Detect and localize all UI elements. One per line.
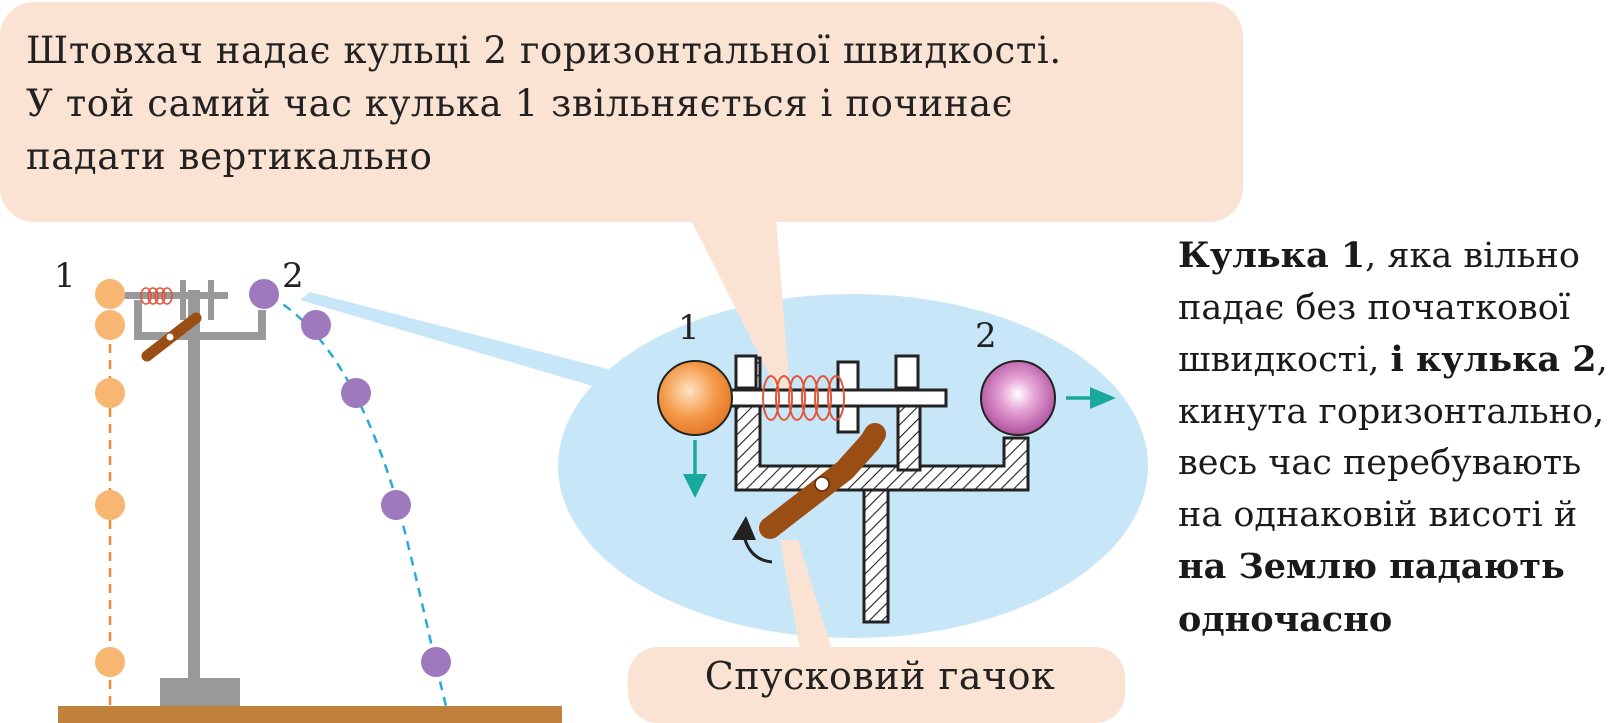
ball2-pos-0 [249, 279, 279, 309]
ball1-pos-0 [95, 279, 125, 309]
trigger-label: Спусковий гачок [704, 654, 1056, 698]
ball1-positions [95, 279, 125, 677]
pusher-rod [694, 388, 948, 408]
trigger-label-box [628, 647, 1125, 723]
side-bold-conclusion-1: на Землю падають [1178, 546, 1565, 587]
ball2-pos-4 [421, 647, 451, 677]
ball1-pos-1 [95, 310, 125, 340]
ball1-label: 1 [54, 256, 76, 296]
side-line-7: на Землю падають [1178, 541, 1618, 594]
post [862, 478, 890, 624]
right-arrow-icon [1066, 387, 1116, 409]
side-line-3-post: , [1596, 340, 1608, 380]
zoom-mechanism [694, 354, 1030, 624]
side-line-3: швидкості, і кулька 2, [1178, 334, 1618, 387]
side-line-5: весь час перебувають [1178, 443, 1582, 483]
side-line-3-pre: швидкості, [1178, 340, 1391, 380]
side-line-1: Кулька 1, яка вільно [1178, 230, 1618, 283]
ball1-pos-2 [95, 378, 125, 408]
zoom-ball1 [657, 360, 733, 436]
side-bold-ball1: Кулька 1 [1178, 235, 1366, 276]
callout-line-2: У той самий час кулька 1 звільняється і … [26, 82, 1014, 125]
zoom-spring [762, 375, 845, 421]
side-line-6: на однаковій висоті й [1178, 494, 1578, 535]
small-spring [140, 287, 173, 305]
parabolic-trajectory [269, 294, 448, 707]
ball2-pos-3 [381, 490, 411, 520]
callout-bubble [0, 2, 1243, 723]
side-bold-conclusion-2: одночасно [1178, 598, 1393, 640]
side-line-1-rest: , яка вільно [1365, 236, 1580, 276]
ball1-pos-3 [95, 490, 125, 520]
ball2-positions [249, 279, 451, 677]
side-explanation: Кулька 1, яка вільно падає без початково… [1178, 230, 1618, 646]
down-arrow-icon [683, 440, 707, 498]
ground [58, 706, 562, 723]
side-bold-ball2: і кулька 2 [1390, 339, 1597, 380]
zoom-ball2-label: 2 [975, 316, 997, 356]
callout-text: Штовхач надає кульці 2 горизонтальної шв… [26, 24, 1196, 183]
zoom-ball2 [980, 360, 1056, 436]
ball1-pos-4 [95, 647, 125, 677]
ball2-label: 2 [282, 256, 304, 296]
callout-line-3: падати вертикально [26, 135, 433, 178]
side-line-4: кинута горизонтально, [1178, 391, 1605, 432]
ball2-pos-2 [341, 378, 371, 408]
lever-pivot [814, 476, 830, 492]
trigger-lever [759, 423, 886, 539]
ball2-pos-1 [301, 310, 331, 340]
side-line-8: одночасно [1178, 594, 1618, 647]
side-line-2: падає без початкової [1178, 287, 1571, 328]
rotate-arrow-icon [732, 516, 773, 564]
stand [112, 280, 266, 706]
zoom-ball1-label: 1 [678, 308, 700, 348]
callout-line-1: Штовхач надає кульці 2 горизонтальної шв… [26, 29, 1062, 72]
